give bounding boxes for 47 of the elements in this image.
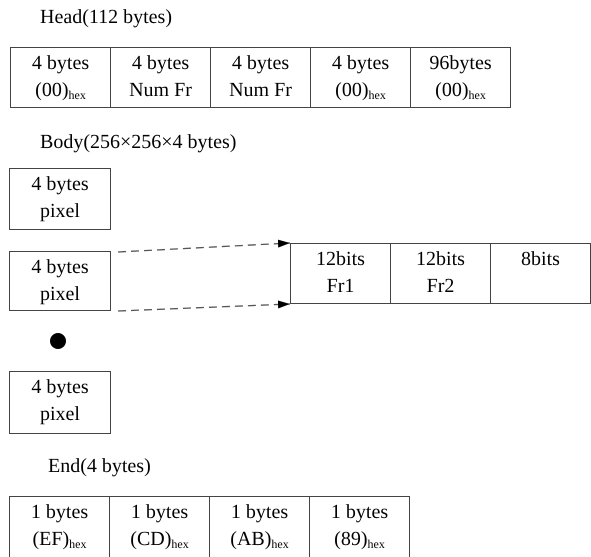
field-text: 8bits — [520, 247, 561, 272]
field-text: Num Fr — [228, 78, 293, 103]
section-title: End(4 bytes) — [48, 455, 151, 478]
bit-field-cell — [290, 243, 391, 304]
field-text: (00)$_{hex}$ — [334, 78, 387, 104]
field-text: Fr1 — [326, 274, 356, 299]
byte-field-cell — [110, 47, 211, 108]
byte-field-cell — [410, 47, 511, 108]
byte-field-cell — [310, 47, 411, 108]
field-text: (00)$_{hex}$ — [34, 78, 87, 104]
bit-field-cell — [490, 243, 591, 304]
byte-field-cell — [9, 496, 110, 557]
dashed-arrow — [118, 240, 290, 253]
dashed-arrow — [118, 300, 290, 312]
field-text: 4 bytes — [130, 51, 190, 76]
field-text: 4 bytes — [30, 172, 90, 197]
field-text: 96bytes — [428, 51, 493, 76]
field-text: 4 bytes — [30, 51, 90, 76]
field-text: (00)$_{hex}$ — [434, 78, 487, 104]
pixel-box — [9, 168, 111, 230]
field-text: (EF)$_{hex}$ — [32, 527, 88, 553]
pixel-box — [9, 251, 111, 311]
field-text: 12bits — [415, 247, 466, 272]
field-text: 1 bytes — [330, 500, 390, 525]
field-text: 1 bytes — [130, 500, 190, 525]
byte-field-cell — [210, 47, 311, 108]
field-text: (89)$_{hex}$ — [333, 527, 386, 553]
field-text: Fr2 — [426, 274, 456, 299]
section-title: Head(112 bytes) — [40, 6, 172, 29]
field-text: 4 bytes — [230, 51, 290, 76]
field-text: 4 bytes — [330, 51, 390, 76]
bit-field-cell — [390, 243, 491, 304]
byte-field-cell — [10, 47, 111, 108]
field-text: 4 bytes — [30, 255, 90, 280]
field-text: Num Fr — [128, 78, 193, 103]
field-text: (CD)$_{hex}$ — [129, 527, 190, 553]
field-text: 1 bytes — [230, 500, 290, 525]
field-text: 4 bytes — [30, 375, 90, 400]
field-text: pixel — [39, 282, 81, 307]
field-text: 12bits — [315, 247, 366, 272]
section-title: Body(256×256×4 bytes) — [40, 131, 236, 154]
field-text: pixel — [39, 402, 81, 427]
byte-field-cell — [309, 496, 410, 557]
field-text: (AB)$_{hex}$ — [229, 527, 290, 553]
field-text: pixel — [39, 199, 81, 224]
field-text: 1 bytes — [30, 500, 90, 525]
pixel-box — [9, 371, 111, 434]
